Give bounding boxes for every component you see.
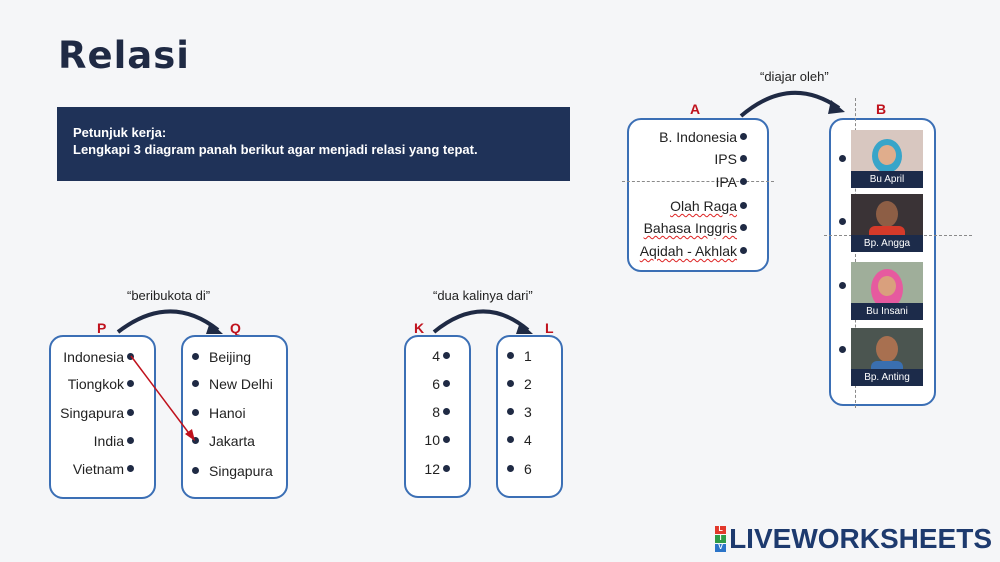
a-dot-5[interactable]: [740, 224, 747, 231]
teacher-caption-4: Bp. Anting: [851, 369, 923, 386]
p-item-5: Vietnam: [72, 461, 124, 477]
k-item-2: 6: [432, 376, 440, 392]
instruction-heading: Petunjuk kerja:: [73, 125, 167, 140]
q-item-1: Beijing: [209, 349, 252, 365]
teacher-caption-2: Bp. Angga: [851, 235, 923, 252]
k-dot-3[interactable]: [443, 408, 450, 415]
a-dot-6[interactable]: [740, 247, 747, 254]
l-dot-1[interactable]: [507, 352, 514, 359]
set-label-p: P: [97, 320, 107, 336]
guide-line-b-vertical: [855, 98, 856, 408]
k-item-5: 12: [424, 461, 440, 477]
liveworksheets-logo: L I V LIVEWORKSHEETS: [715, 523, 992, 555]
q-dot-4[interactable]: [192, 437, 199, 444]
l-item-4: 4: [524, 432, 532, 448]
logo-text: LIVEWORKSHEETS: [729, 523, 992, 554]
k-item-1: 4: [432, 348, 440, 364]
q-item-3: Hanoi: [209, 405, 246, 421]
page-title: Relasi: [58, 34, 190, 77]
set-label-q: Q: [230, 320, 241, 336]
teacher-photo-bu-april: Bu April: [851, 130, 923, 188]
instruction-text: Lengkapi 3 diagram panah berikut agar me…: [73, 142, 478, 157]
a-item-4: Olah Raga: [670, 198, 737, 214]
a-item-5: Bahasa Inggris: [643, 220, 737, 236]
k-dot-2[interactable]: [443, 380, 450, 387]
logo-mark: L I V: [715, 526, 727, 552]
example-answer-arrow: [130, 355, 195, 441]
l-item-2: 2: [524, 376, 532, 392]
a-dot-2[interactable]: [740, 155, 747, 162]
l-item-5: 6: [524, 461, 532, 477]
relation-caption-2: “dua kalinya dari”: [433, 288, 533, 303]
l-item-3: 3: [524, 404, 532, 420]
l-item-1: 1: [524, 348, 532, 364]
teacher-photo-bp-anting: Bp. Anting: [851, 328, 923, 386]
l-dot-3[interactable]: [507, 408, 514, 415]
a-item-2: IPS: [714, 151, 737, 167]
guide-line-a: [622, 181, 774, 182]
p-dot-2[interactable]: [127, 380, 134, 387]
k-dot-5[interactable]: [443, 465, 450, 472]
l-dot-5[interactable]: [507, 465, 514, 472]
k-dot-1[interactable]: [443, 352, 450, 359]
teacher-caption-3: Bu Insani: [851, 303, 923, 320]
set-label-l: L: [545, 320, 554, 336]
b-dot-1[interactable]: [839, 155, 846, 162]
set-label-k: K: [414, 320, 425, 336]
a-item-6: Aqidah - Akhlak: [639, 243, 737, 259]
k-dot-4[interactable]: [443, 436, 450, 443]
q-dot-1[interactable]: [192, 353, 199, 360]
q-item-5: Singapura: [209, 463, 273, 479]
relation-caption-3: “diajar oleh”: [760, 69, 829, 84]
p-item-3: Singapura: [60, 405, 124, 421]
q-item-2: New Delhi: [209, 376, 273, 392]
set-box-q: [181, 335, 288, 499]
l-dot-2[interactable]: [507, 380, 514, 387]
a-item-3: IPA: [715, 174, 737, 190]
p-item-1: Indonesia: [63, 349, 124, 365]
teacher-photo-bu-insani: Bu Insani: [851, 262, 923, 320]
set-box-p: [49, 335, 156, 499]
p-dot-3[interactable]: [127, 409, 134, 416]
q-item-4: Jakarta: [209, 433, 255, 449]
p-item-2: Tiongkok: [67, 376, 124, 392]
p-dot-5[interactable]: [127, 465, 134, 472]
b-dot-4[interactable]: [839, 346, 846, 353]
relation-caption-1: “beribukota di”: [127, 288, 211, 303]
teacher-photo-bp-angga: Bp. Angga: [851, 194, 923, 252]
a-dot-4[interactable]: [740, 202, 747, 209]
p-item-4: India: [93, 433, 124, 449]
q-dot-2[interactable]: [192, 380, 199, 387]
instruction-panel: Petunjuk kerja: Lengkapi 3 diagram panah…: [57, 107, 570, 181]
relation-arc-2: [432, 309, 533, 334]
relation-arc-1: [116, 309, 223, 334]
b-dot-3[interactable]: [839, 282, 846, 289]
set-box-l: [496, 335, 563, 498]
k-item-3: 8: [432, 404, 440, 420]
a-dot-3[interactable]: [740, 178, 747, 185]
set-label-b: B: [876, 101, 887, 117]
a-dot-1[interactable]: [740, 133, 747, 140]
k-item-4: 10: [424, 432, 440, 448]
p-dot-4[interactable]: [127, 437, 134, 444]
l-dot-4[interactable]: [507, 436, 514, 443]
q-dot-5[interactable]: [192, 467, 199, 474]
teacher-caption-1: Bu April: [851, 171, 923, 188]
a-item-1: B. Indonesia: [659, 129, 737, 145]
set-label-a: A: [690, 101, 701, 117]
q-dot-3[interactable]: [192, 409, 199, 416]
relation-arc-3: [739, 90, 845, 118]
set-box-a: [627, 118, 769, 272]
set-box-k: [404, 335, 471, 498]
b-dot-2[interactable]: [839, 218, 846, 225]
